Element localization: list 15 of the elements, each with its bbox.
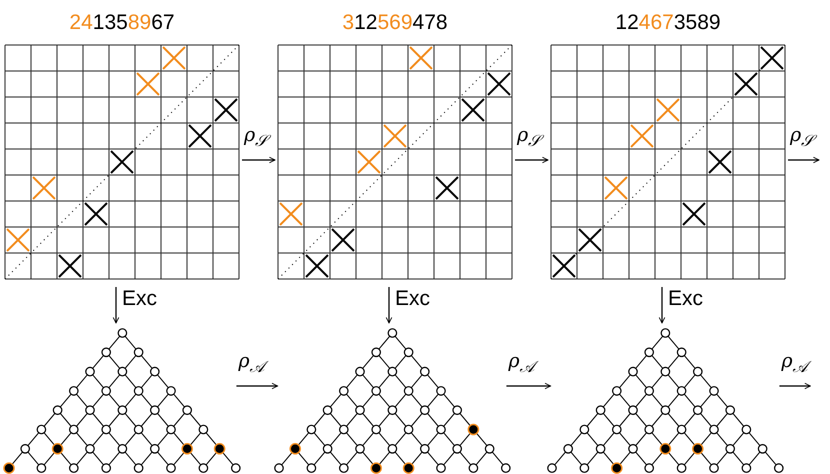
arrow <box>658 287 666 324</box>
arrow <box>236 382 278 390</box>
arrow <box>242 156 276 164</box>
arrow <box>779 382 811 390</box>
permutation-label: 312569478 <box>342 11 448 35</box>
edge-label: Exc <box>395 288 430 310</box>
arrow <box>112 287 120 324</box>
arrow <box>788 156 820 164</box>
arrow <box>515 156 548 164</box>
permutation-label: 241358967 <box>69 11 175 35</box>
edge-label: Exc <box>122 288 158 310</box>
arrow <box>386 287 392 324</box>
arrow <box>506 382 552 390</box>
edge-label: Exc <box>668 288 704 310</box>
permutation-label: 124673589 <box>615 11 721 35</box>
